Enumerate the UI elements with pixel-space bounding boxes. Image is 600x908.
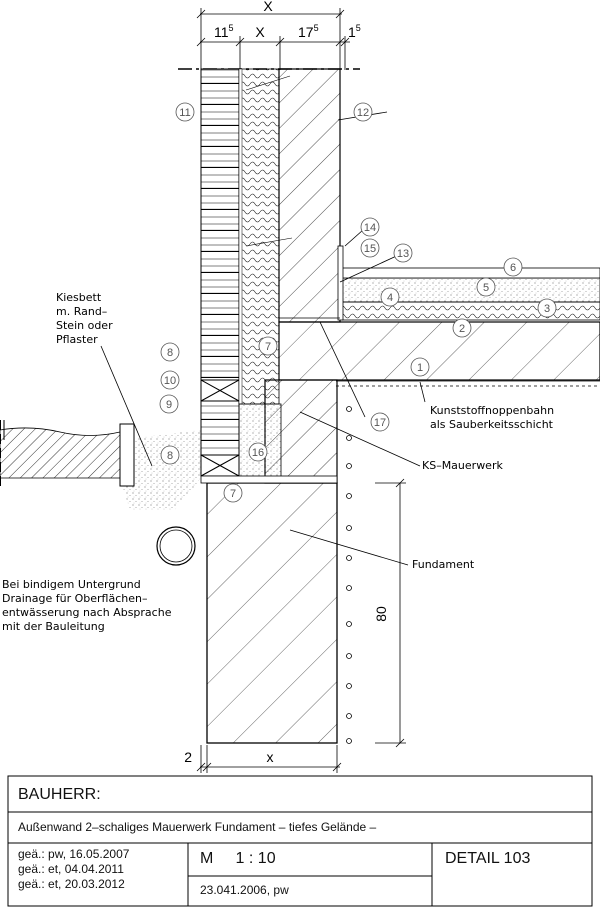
dim-top-total: X [263,0,273,14]
noppen-dots [346,406,352,744]
height-dimension [375,478,406,748]
svg-text:15: 15 [364,243,376,255]
svg-text:Bei bindigem Untergrund: Bei bindigem Untergrund [2,578,141,591]
ground-terrain [0,427,121,479]
svg-text:2: 2 [459,323,465,335]
svg-text:12: 12 [357,107,369,119]
label-ks-mauerwerk: KS–Mauerwerk [422,459,503,472]
title-block-frame [7,775,593,907]
gravel-fill [238,403,282,480]
svg-text:mit der Bauleitung: mit der Bauleitung [2,620,105,633]
dim-bottom-offset: 2 [184,749,192,765]
svg-text:8: 8 [167,450,173,462]
svg-text:entwässerung nach Absprache: entwässerung nach Absprache [2,606,172,619]
drainage-pipe [156,526,196,566]
svg-text:Kunststoffnoppenbahn: Kunststoffnoppenbahn [430,404,554,417]
svg-text:17: 17 [374,417,386,429]
brick-leaf [200,68,240,401]
screed-insulation [341,301,600,321]
svg-text:8: 8 [167,347,173,359]
dim-seg1: 115 [214,23,234,40]
bauherr-label: BAUHERR: [18,786,101,803]
svg-text:als Sauberkeitsschicht: als Sauberkeitsschicht [430,418,554,431]
screed [341,277,600,303]
top-dimensions [196,8,350,70]
revision-3: geä.: et, 20.03.2012 [18,877,125,891]
dim-height: 80 [373,606,389,622]
svg-text:1: 1 [417,362,423,374]
svg-text:4: 4 [387,292,393,304]
svg-text:10: 10 [164,375,176,387]
revision-2: geä.: et, 04.04.2011 [18,862,124,876]
foundation [206,482,338,744]
label-noppenbahn: Kunststoffnoppenbahn als Sauberkeitsschi… [430,404,554,431]
dim-seg2: X [255,24,265,40]
dim-seg3: 175 [298,23,319,40]
svg-text:14: 14 [364,222,376,234]
drawing-date: 23.041.2006, pw [200,883,289,897]
svg-text:Drainage für Oberflächen–: Drainage für Oberflächen– [2,592,147,605]
svg-text:7: 7 [230,488,236,500]
air-gap [238,68,243,405]
svg-text:Stein oder: Stein oder [56,319,113,332]
kiesbett [120,430,201,510]
svg-text:5: 5 [483,282,489,294]
floor-finish [341,267,600,279]
label-kiesbett: Kiesbett m. Rand– Stein oder Pflaster [56,291,113,346]
edge-strip [337,245,344,321]
svg-text:6: 6 [510,262,516,274]
inner-wall [278,68,341,323]
label-drainage: Bei bindigem Untergrund Drainage für Obe… [2,578,172,633]
svg-text:13: 13 [397,248,409,260]
dim-seg4: 15 [348,23,361,40]
svg-text:16: 16 [252,447,264,459]
drawing-description: Außenwand 2–schaliges Mauerwerk Fundamen… [18,820,377,834]
svg-text:m. Rand–: m. Rand– [56,305,107,318]
svg-text:3: 3 [544,303,550,315]
brick-lower [200,400,240,456]
callout-markers [159,102,557,503]
detail-number: DETAIL 103 [445,850,531,867]
noppenbahn-layer [336,380,600,387]
svg-text:7: 7 [265,341,271,353]
callout-numbers: 1 2 3 4 5 6 7 7 8 8 9 10 11 12 13 14 15 … [164,107,550,500]
revision-1: geä.: pw, 16.05.2007 [18,847,130,861]
edge-stone [119,423,135,487]
floor-slab [278,321,600,381]
dim-bottom-width: x [267,749,274,765]
svg-text:11: 11 [179,107,190,119]
label-fundament: Fundament [412,558,475,571]
bottom-dimension [196,745,342,773]
svg-text:Kiesbett: Kiesbett [56,291,102,304]
svg-text:Pflaster: Pflaster [56,333,98,346]
scale-label: M 1 : 10 [200,850,276,867]
svg-text:9: 9 [166,399,172,411]
